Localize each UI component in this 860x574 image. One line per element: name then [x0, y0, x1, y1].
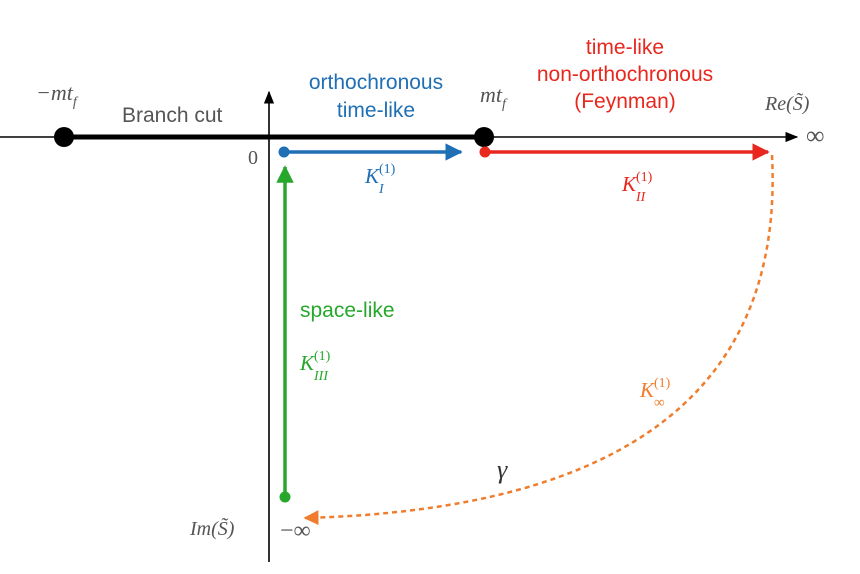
kinf-sup: (1) — [654, 376, 671, 391]
gamma-label: γ — [497, 455, 508, 484]
k2-start-point — [479, 146, 491, 158]
timelike-label-line3: (Feynman) — [574, 90, 676, 113]
k3-start-point — [279, 491, 291, 503]
space-like-label: space-like — [300, 299, 395, 322]
branch-cut-label: Branch cut — [122, 104, 223, 127]
kinf-sub: ∞ — [654, 395, 665, 411]
k-infinity-arc — [303, 154, 774, 526]
mtf-sub: f — [502, 97, 508, 112]
k1-start-point — [278, 146, 290, 158]
k1-sup: (1) — [379, 162, 396, 177]
k2-sup: (1) — [636, 170, 653, 185]
re-axis-label: Re(S̃) — [764, 92, 810, 115]
k1-sub: I — [378, 182, 385, 197]
timelike-label-line1: time-like — [586, 36, 664, 59]
neg-mtf-sub: f — [73, 95, 79, 110]
neg-mtf-label: −mtf — [36, 80, 79, 110]
neg-mtf-point — [54, 127, 74, 147]
im-axis-label: Im(S̃) — [189, 517, 235, 540]
orthochronous-label-line1: orthochronous — [309, 71, 443, 94]
mtf-point — [474, 127, 494, 147]
k1-label: K(1) I — [364, 162, 396, 197]
k3-label: K(1) III — [299, 349, 331, 384]
k3-sub: III — [313, 369, 329, 384]
mtf-main: mt — [480, 82, 503, 107]
k2-sub: II — [635, 190, 647, 205]
timelike-label-line2: non-orthochronous — [537, 63, 713, 86]
kinf-label: K(1) ∞ — [639, 376, 671, 411]
k3-sup: (1) — [314, 349, 331, 364]
orthochronous-label-line2: time-like — [337, 99, 415, 122]
mtf-label: mtf — [480, 82, 508, 112]
infinity-label: ∞ — [806, 121, 825, 150]
neg-infinity-label: −∞ — [280, 518, 311, 544]
k2-label: K(1) II — [621, 170, 653, 205]
neg-mtf-main: −mt — [36, 80, 74, 105]
k1-base: K — [364, 164, 380, 188]
k3-base: K — [299, 351, 315, 375]
zero-label: 0 — [248, 147, 258, 169]
kinf-base: K — [639, 378, 655, 402]
k2-base: K — [621, 172, 637, 196]
